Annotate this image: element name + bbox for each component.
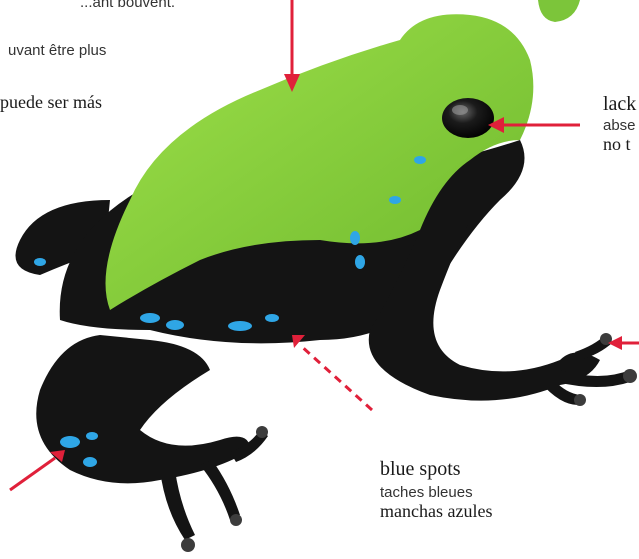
fr-fragment-label: uvant être plus (8, 42, 106, 60)
blue-spots-heading: blue spots (380, 457, 461, 481)
es-fragment-label: puede ser más (0, 92, 102, 114)
lack-heading: lack (603, 92, 636, 116)
lack-es: no t (603, 134, 631, 156)
blue-spots-es: manchas azules (380, 501, 492, 523)
green-badge (538, 0, 580, 22)
top-fragment-label: ...ant bouvent. (80, 0, 175, 12)
blue-spots-fr: taches bleues (380, 484, 473, 502)
frog-eye (442, 98, 494, 138)
lack-fr: abse (603, 117, 636, 135)
